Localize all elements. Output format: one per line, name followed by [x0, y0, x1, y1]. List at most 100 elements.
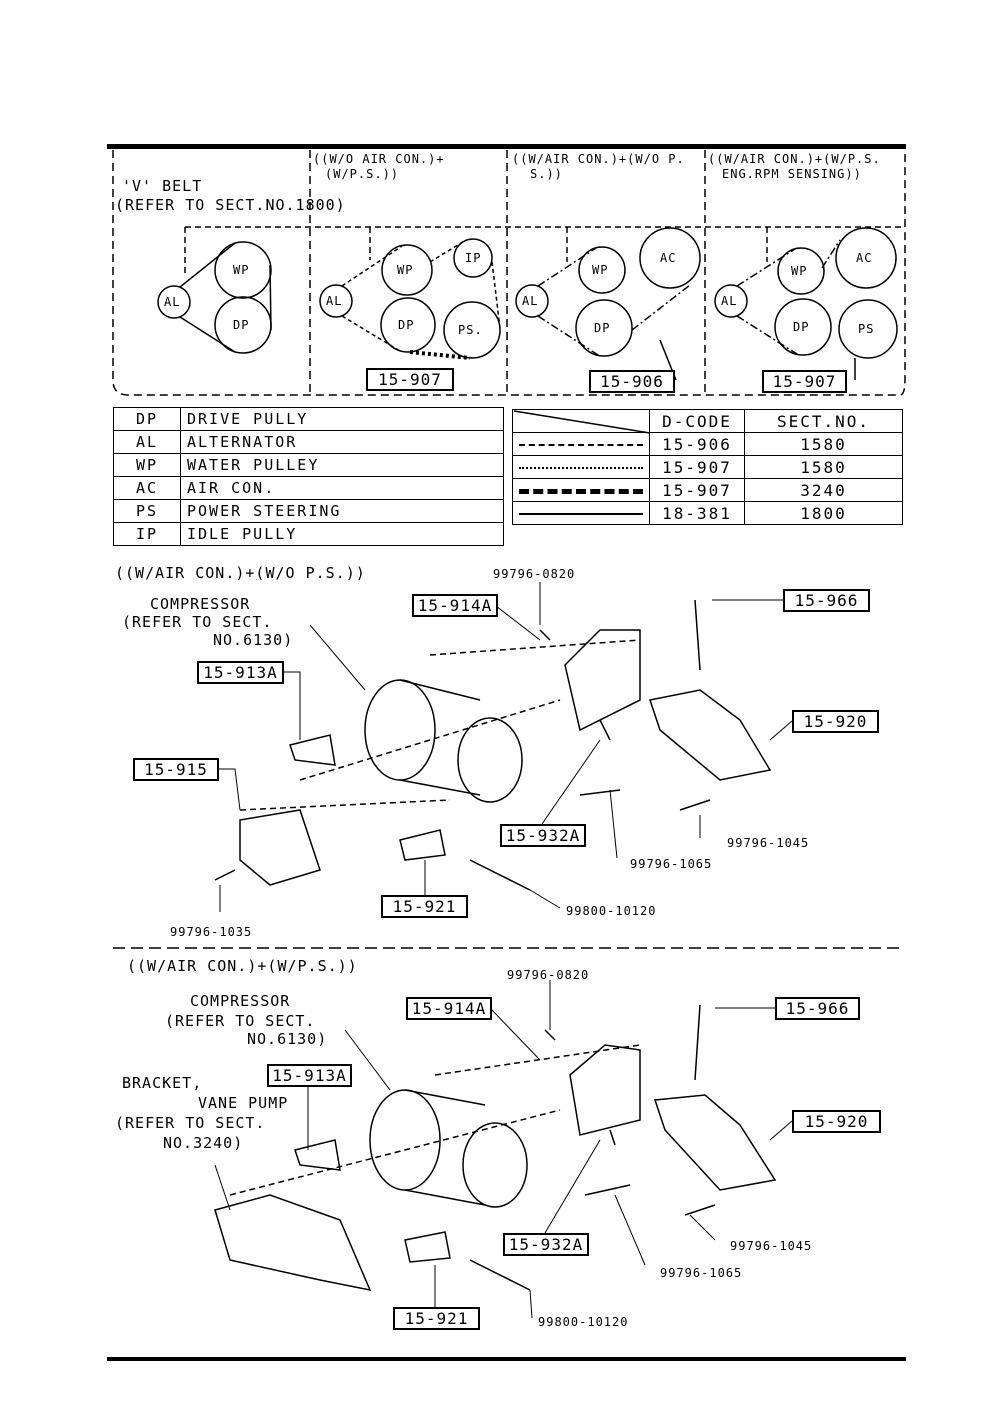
compressor-reference-number: NO.6130)	[247, 1030, 328, 1048]
name-cell: WATER PULLEY	[180, 453, 504, 477]
part-code-15-907[interactable]: 15-907	[366, 368, 454, 391]
pulley-al: AL	[326, 294, 343, 308]
bolt-99800-10120[interactable]: 99800-10120	[538, 1315, 629, 1329]
v-belt-label: 'V' BELT	[122, 177, 203, 195]
pulley-dp: DP	[233, 318, 250, 332]
pulley-ac: AC	[660, 251, 677, 265]
sect-cell: 1800	[744, 501, 903, 525]
bolt-99796-0820[interactable]: 99796-0820	[493, 567, 576, 581]
part-15-914a[interactable]: 15-914A	[406, 997, 492, 1020]
compressor-reference: (REFER TO SECT.	[165, 1012, 316, 1030]
pulley-wp: WP	[791, 264, 808, 278]
pulley-dp: DP	[793, 320, 810, 334]
part-15-966[interactable]: 15-966	[783, 589, 870, 612]
assembly-2-drawing	[214, 1004, 777, 1292]
abbr-cell: AL	[113, 430, 181, 454]
bolt-99796-1045[interactable]: 99796-1045	[730, 1239, 813, 1253]
pulley-ac: AC	[856, 251, 873, 265]
pulley-set-3	[515, 227, 701, 381]
section1-title: ((W/AIR CON.)+(W/O P.S.))	[115, 564, 366, 582]
code-cell: 15-907	[649, 455, 745, 479]
col3-title-1: ((W/AIR CON.)+(W/O P.	[512, 152, 685, 166]
compressor-label: COMPRESSOR	[150, 595, 251, 613]
pulley-ps: PS.	[458, 323, 483, 337]
bolt-99796-1045[interactable]: 99796-1045	[727, 836, 810, 850]
sect-cell: 1580	[744, 455, 903, 479]
line-style-heavy-dotted	[512, 478, 650, 502]
header-d-code: D-CODE	[649, 409, 745, 433]
assembly-1-drawing	[214, 599, 772, 891]
pulley-dp: DP	[398, 318, 415, 332]
pulley-dp: DP	[594, 321, 611, 335]
part-15-932a[interactable]: 15-932A	[503, 1233, 589, 1256]
col2-title-1: ((W/O AIR CON.)+	[313, 152, 445, 166]
sect-cell: 1580	[744, 432, 903, 456]
line-style-solid	[512, 501, 650, 525]
bottom-rule	[107, 1357, 906, 1361]
part-15-966[interactable]: 15-966	[775, 997, 860, 1020]
top-rule	[107, 144, 906, 149]
pulley-al: AL	[522, 294, 539, 308]
abbr-cell: AC	[113, 476, 181, 500]
abbr-cell: DP	[113, 407, 181, 431]
part-15-920[interactable]: 15-920	[792, 1110, 881, 1133]
col3-title-2: S.))	[530, 167, 563, 181]
pulley-set-4	[714, 227, 898, 380]
bolt-99796-0820[interactable]: 99796-0820	[507, 968, 590, 982]
bracket-label: BRACKET,	[122, 1074, 203, 1092]
pulley-al: AL	[721, 294, 738, 308]
bolt-99800-10120[interactable]: 99800-10120	[566, 904, 657, 918]
compressor-reference-number: NO.6130)	[213, 631, 294, 649]
pulley-wp: WP	[233, 263, 250, 277]
col2-title-2: (W/P.S.))	[325, 167, 400, 181]
code-cell: 15-907	[649, 478, 745, 502]
bolt-99796-1035[interactable]: 99796-1035	[170, 925, 253, 939]
line-style-dash-dot	[512, 432, 650, 456]
code-cell: 15-906	[649, 432, 745, 456]
name-cell: DRIVE PULLY	[180, 407, 504, 431]
sect-cell: 3240	[744, 478, 903, 502]
part-15-921[interactable]: 15-921	[381, 895, 468, 918]
part-15-921[interactable]: 15-921	[393, 1307, 480, 1330]
pulley-set-2	[319, 238, 501, 380]
part-15-913a[interactable]: 15-913A	[267, 1064, 352, 1087]
belt-frame	[112, 150, 906, 396]
header-sect-no: SECT.NO.	[744, 409, 903, 433]
abbr-cell: PS	[113, 499, 181, 523]
col4-title-2: ENG.RPM SENSING))	[722, 167, 862, 181]
bracket-reference: (REFER TO SECT.	[115, 1114, 266, 1132]
part-code-15-907[interactable]: 15-907	[762, 370, 847, 393]
pulley-wp: WP	[397, 263, 414, 277]
section2-title: ((W/AIR CON.)+(W/P.S.))	[127, 957, 358, 975]
pulley-ps: PS	[858, 322, 875, 336]
part-15-915[interactable]: 15-915	[133, 758, 219, 781]
name-cell: POWER STEERING	[180, 499, 504, 523]
code-cell: 18-381	[649, 501, 745, 525]
part-15-914a[interactable]: 15-914A	[412, 594, 498, 617]
part-15-913a[interactable]: 15-913A	[197, 661, 284, 684]
pulley-al: AL	[164, 295, 181, 309]
abbr-cell: WP	[113, 453, 181, 477]
vane-pump-label: VANE PUMP	[198, 1094, 289, 1112]
name-cell: AIR CON.	[180, 476, 504, 500]
belt-column-dividers	[309, 150, 706, 395]
bolt-99796-1065[interactable]: 99796-1065	[630, 857, 713, 871]
bracket-reference-number: NO.3240)	[163, 1134, 244, 1152]
part-15-920[interactable]: 15-920	[792, 710, 879, 733]
pulley-wp: WP	[592, 263, 609, 277]
part-code-15-906[interactable]: 15-906	[589, 370, 675, 393]
part-15-932a[interactable]: 15-932A	[500, 824, 586, 847]
leader-lines	[214, 582, 793, 1319]
bolt-99796-1065[interactable]: 99796-1065	[660, 1266, 743, 1280]
